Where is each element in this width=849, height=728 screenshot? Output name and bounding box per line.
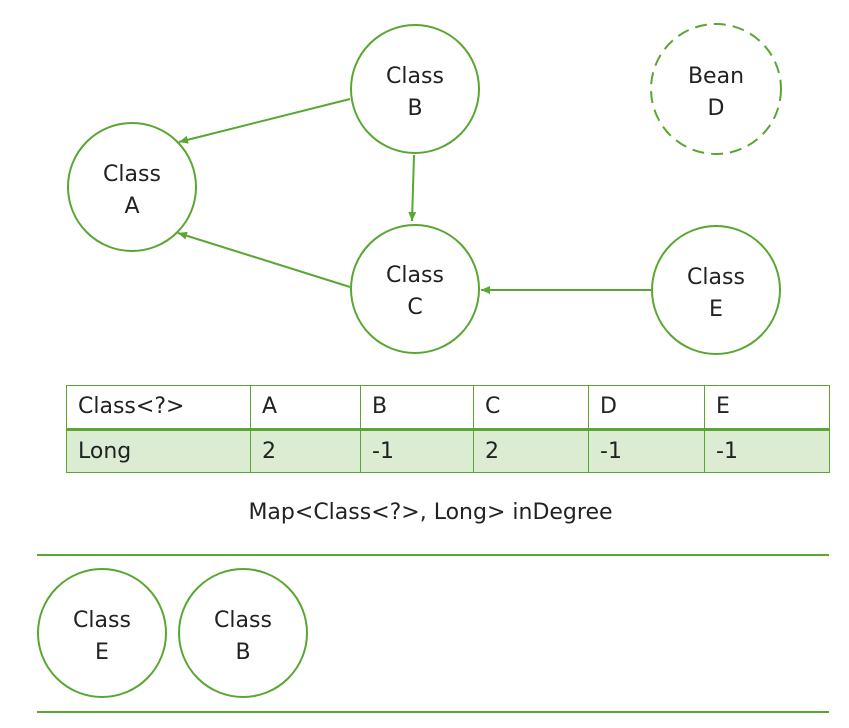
queue-label-line1: Class [73,608,131,633]
node-label-line1: Bean [688,64,744,89]
edge-b-to-a [178,98,351,144]
node-label-line2: B [407,96,422,121]
edge-b-to-c [408,154,417,222]
node-label-line1: Class [386,263,444,288]
header-cell-e: E [704,385,830,431]
value-cell-a: 2 [250,428,361,473]
queue-label-line2: E [95,640,109,665]
header-cell-key-type: Class<?> [66,385,251,431]
node-label-line1: Class [386,64,444,89]
header-cell-b: B [360,385,474,431]
value-cell-type: Long [66,428,251,473]
node-class-c: Class C [350,224,480,354]
value-cell-c: 2 [473,428,589,473]
node-label-line1: Class [103,162,161,187]
queue-item-class-e: Class E [37,568,167,698]
map-caption: Map<Class<?>, Long> inDegree [248,500,613,525]
node-label-line2: C [407,295,422,320]
queue-label-line1: Class [214,608,272,633]
edge-c-to-a [177,231,351,288]
queue-label-line2: B [235,640,250,665]
indegree-table: Class<?> A B C D E Long 2 -1 2 -1 -1 [66,385,830,473]
header-cell-c: C [473,385,589,431]
value-cell-b: -1 [360,428,474,473]
queue-item-class-b: Class B [178,568,308,698]
node-class-a: Class A [67,122,197,252]
node-class-e: Class E [651,225,781,355]
value-cell-d: -1 [588,428,705,473]
node-label-line2: A [124,194,139,219]
header-cell-d: D [588,385,705,431]
table-header-row: Class<?> A B C D E [66,385,830,431]
value-cell-e: -1 [704,428,830,473]
header-cell-a: A [250,385,361,431]
node-label-line1: Class [687,265,745,290]
node-class-b: Class B [350,24,480,154]
node-bean-d: Bean D [650,23,782,155]
table-value-row: Long 2 -1 2 -1 -1 [66,428,830,473]
node-label-line2: E [709,297,723,322]
node-label-line2: D [708,96,725,121]
